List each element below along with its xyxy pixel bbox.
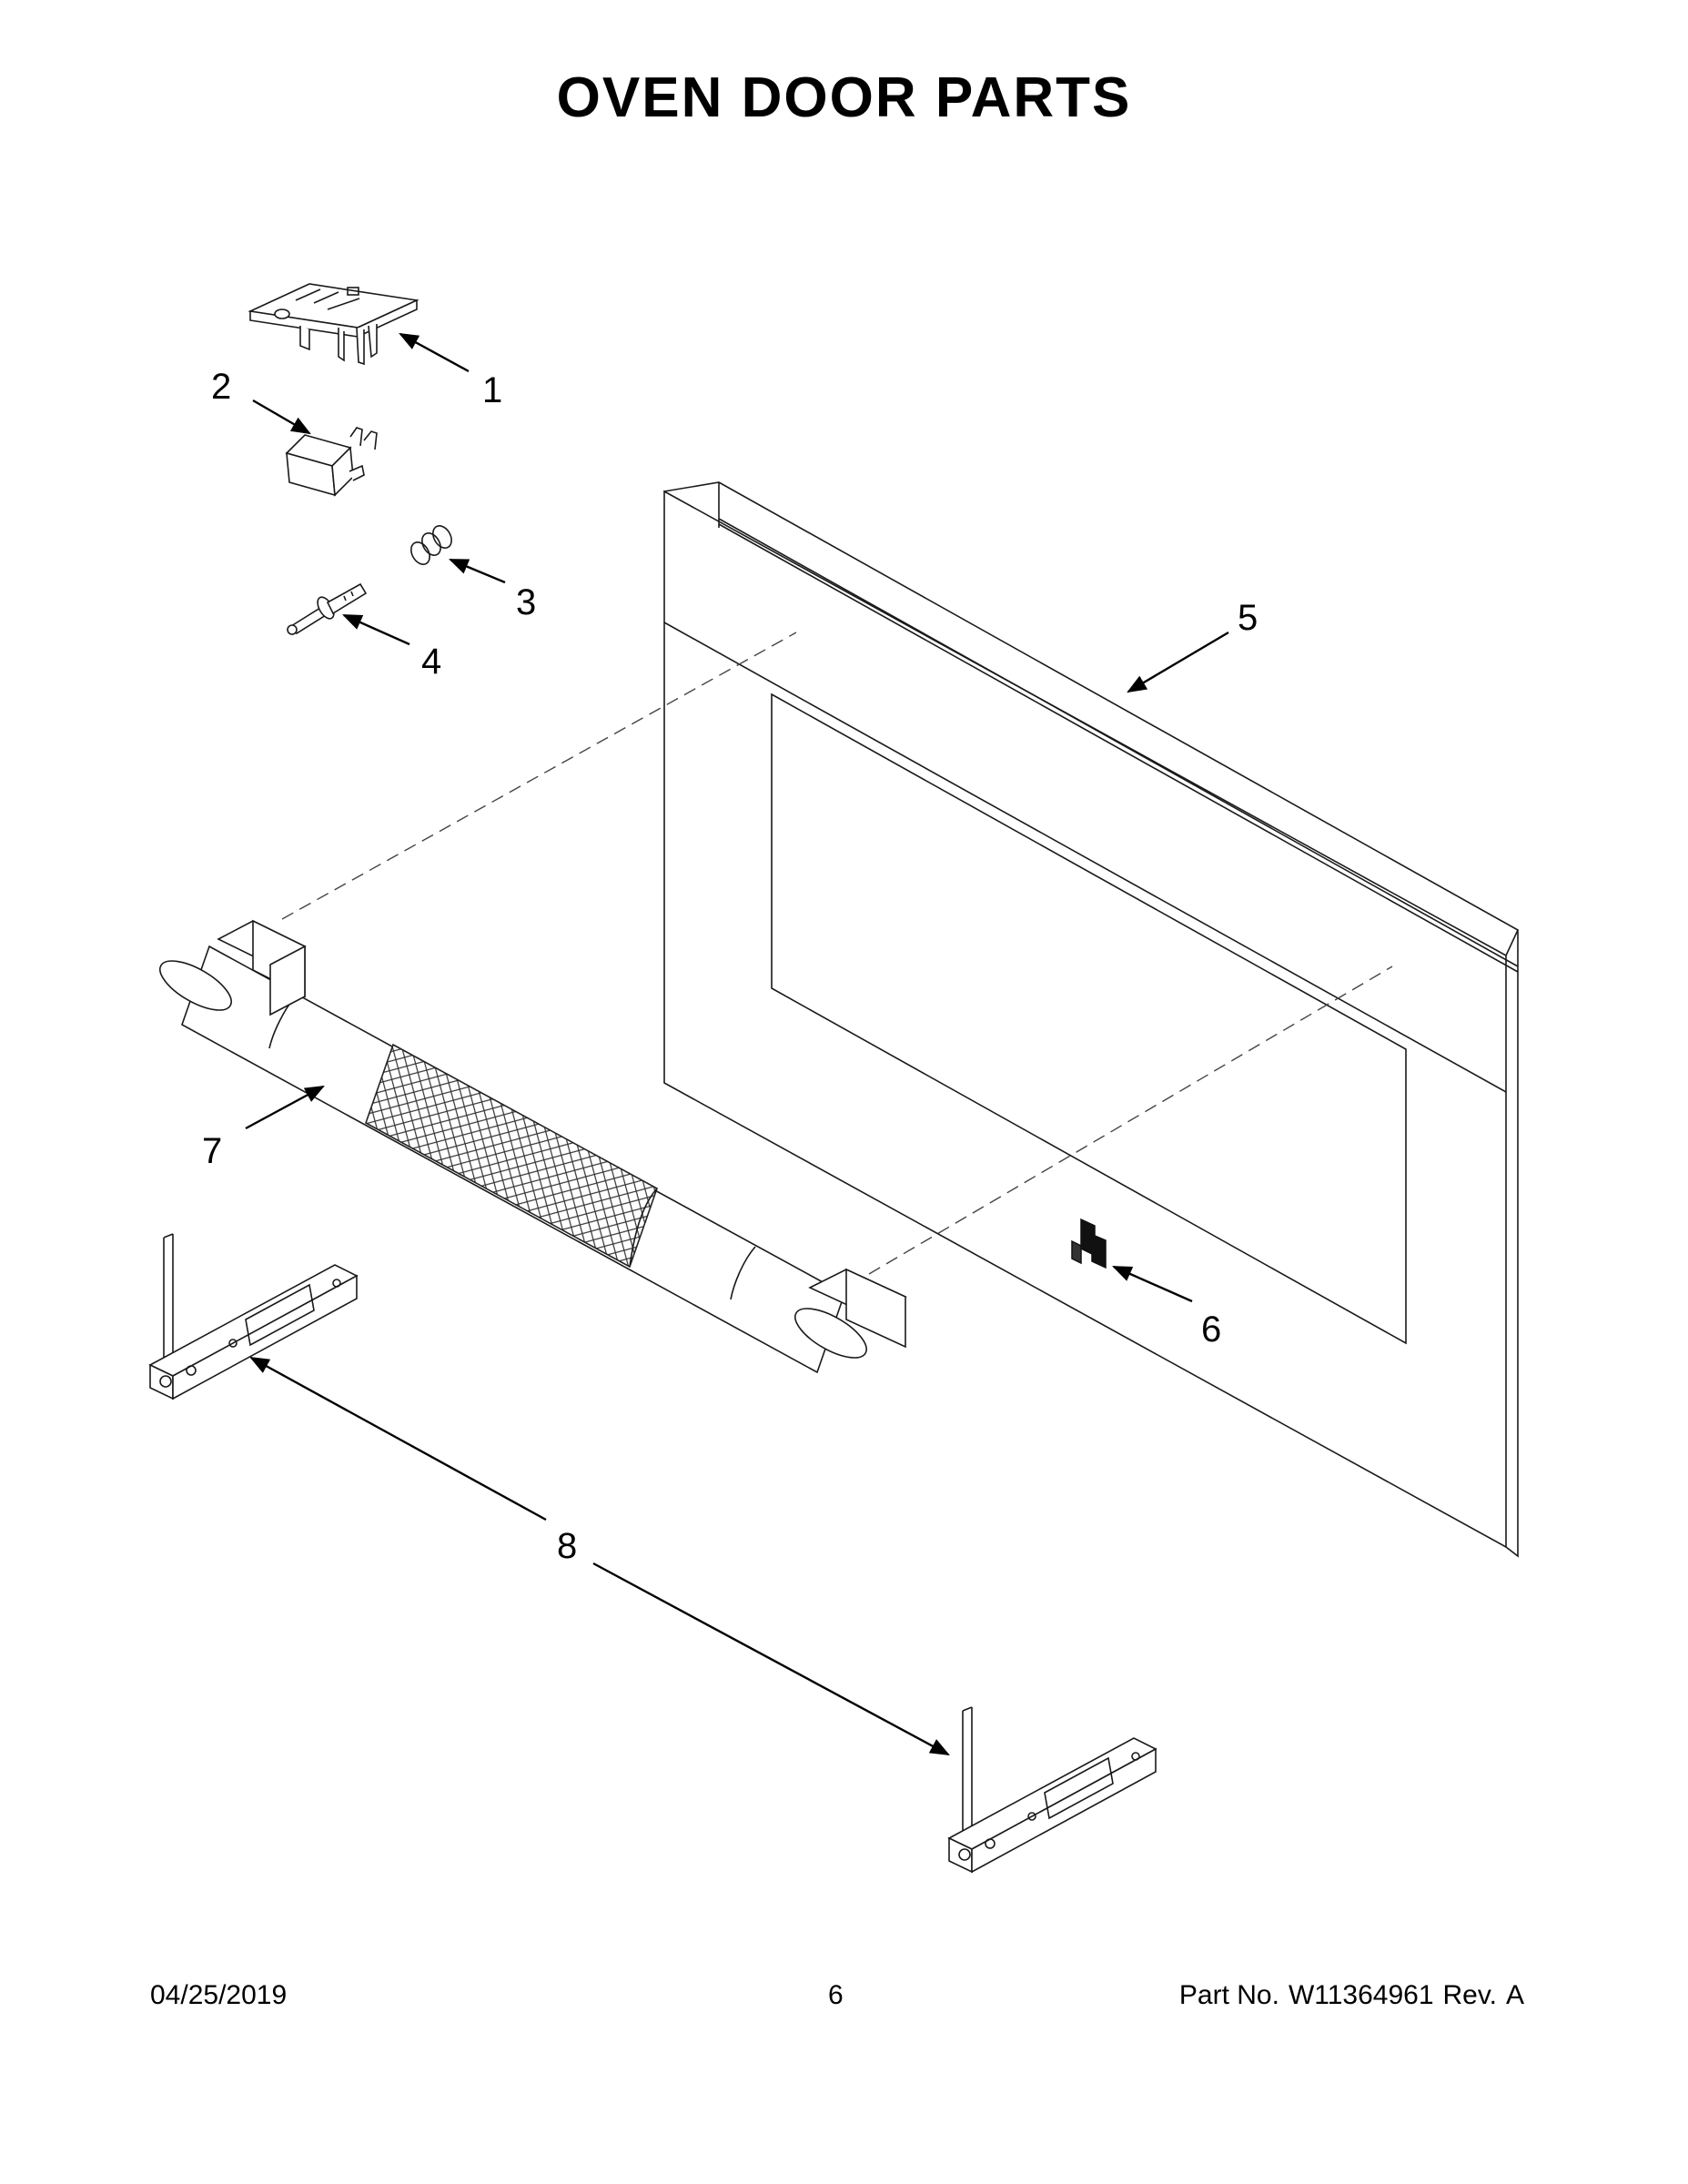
door-hinge-icon bbox=[947, 1706, 1157, 1874]
plunger-icon bbox=[287, 582, 368, 635]
door-switch-icon bbox=[285, 427, 378, 497]
rev-value: A bbox=[1505, 1980, 1524, 2010]
leader-arrow-4 bbox=[342, 613, 410, 646]
spring-icon bbox=[410, 525, 452, 565]
leader-arrow-7 bbox=[245, 1085, 325, 1130]
leader-arrow-3 bbox=[449, 558, 506, 584]
callout-1: 1 bbox=[482, 370, 502, 410]
callout-2: 2 bbox=[211, 367, 231, 407]
part-number: W11364961 bbox=[1288, 1980, 1434, 2010]
door-latch-bracket-icon bbox=[248, 283, 419, 366]
leader-arrow-1 bbox=[399, 332, 470, 373]
oven-door-panel-icon bbox=[663, 481, 1520, 1558]
callout-4: 4 bbox=[421, 642, 441, 682]
part-label: Part No. bbox=[1178, 1980, 1279, 2010]
rev-label: Rev. bbox=[1442, 1980, 1497, 2010]
footer-part-number: Part No. W11364961 Rev. A bbox=[1179, 1980, 1524, 2011]
footer-page-number: 6 bbox=[828, 1980, 844, 2010]
leader-arrow-6 bbox=[1112, 1265, 1193, 1303]
door-hinge-icon bbox=[148, 1233, 359, 1400]
leader-arrow-5 bbox=[1127, 631, 1229, 693]
door-handle-icon bbox=[159, 919, 907, 1374]
leader-arrow-8b bbox=[592, 1562, 950, 1756]
callout-6: 6 bbox=[1201, 1309, 1221, 1350]
callout-3: 3 bbox=[516, 582, 536, 622]
leader-arrow-8a bbox=[249, 1356, 547, 1522]
leader-arrow-2 bbox=[252, 399, 311, 435]
door-clip-icon bbox=[1071, 1218, 1107, 1269]
footer-date: 04/25/2019 bbox=[150, 1980, 288, 2010]
page-title: OVEN DOOR PARTS bbox=[556, 66, 1132, 129]
callout-7: 7 bbox=[202, 1131, 222, 1171]
callout-5: 5 bbox=[1238, 598, 1258, 638]
alignment-line bbox=[868, 966, 1393, 1275]
alignment-line bbox=[281, 632, 797, 920]
callout-8: 8 bbox=[557, 1526, 577, 1566]
